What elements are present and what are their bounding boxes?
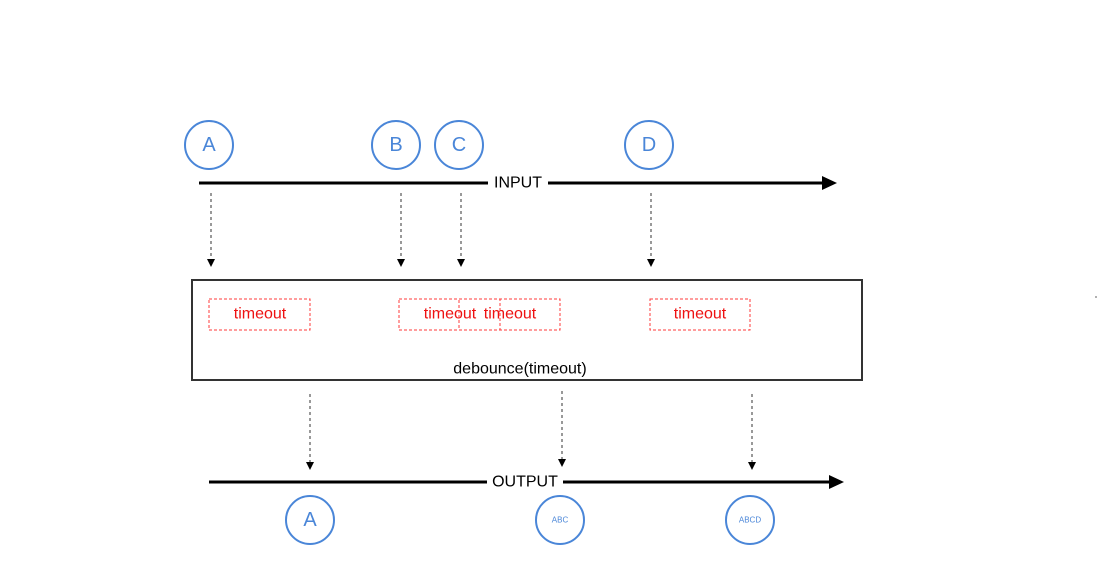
svg-text:timeout: timeout [424, 306, 477, 323]
output-event-abcd: ABCD [725, 495, 775, 545]
input-event-b: B [371, 120, 421, 170]
svg-text:timeout: timeout [484, 306, 537, 323]
svg-text:A: A [303, 509, 317, 531]
svg-text:D: D [642, 134, 656, 156]
input-event-c: C [434, 120, 484, 170]
input-arrowhead [822, 176, 837, 190]
timeout-box-b: timeout [398, 298, 501, 331]
svg-text:A: A [202, 134, 216, 156]
output-event-a: A [285, 495, 335, 545]
svg-text:ABCD: ABCD [739, 516, 761, 525]
input-label: INPUT [494, 175, 542, 192]
svg-text:B: B [389, 134, 402, 156]
timeout-box-d: timeout [649, 298, 751, 331]
svg-text:timeout: timeout [674, 306, 727, 323]
timeout-box-c: timeout [458, 298, 561, 331]
output-event-abc: ABC [535, 495, 585, 545]
input-event-d: D [624, 120, 674, 170]
output-arrowhead [829, 475, 844, 489]
svg-text:timeout: timeout [234, 306, 287, 323]
operator-label: debounce(timeout) [453, 361, 586, 378]
svg-text:C: C [452, 134, 466, 156]
stray-dot [1095, 296, 1097, 298]
svg-text:ABC: ABC [552, 516, 569, 525]
timeout-box-a: timeout [208, 298, 311, 331]
input-event-a: A [184, 120, 234, 170]
output-label: OUTPUT [492, 474, 558, 491]
